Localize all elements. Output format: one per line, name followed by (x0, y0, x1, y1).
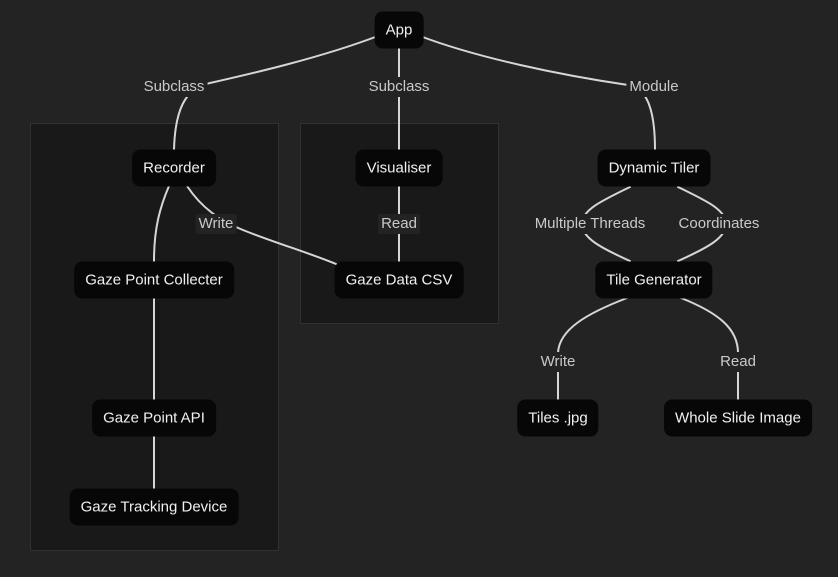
edge-label-subclass-left: Subclass (140, 77, 208, 97)
node-tiles-jpg: Tiles .jpg (517, 399, 599, 437)
edge-label-module: Module (626, 77, 682, 97)
edge-recorder-gaze-data-csv (186, 185, 337, 265)
edge-app-dynamic-tiler (419, 35, 656, 151)
node-app: App (374, 11, 424, 49)
edge-label-coordinates: Coordinates (675, 214, 763, 234)
edge-label-write-left: Write (195, 214, 237, 234)
node-gaze-data-csv: Gaze Data CSV (334, 261, 464, 299)
node-tile-generator: Tile Generator (595, 261, 713, 299)
node-whole-slide-image: Whole Slide Image (664, 399, 812, 437)
edge-label-read-mid: Read (378, 214, 420, 234)
edge-label-read-right: Read (717, 352, 759, 372)
edge-app-recorder (173, 35, 379, 151)
edge-label-write-right: Write (537, 352, 579, 372)
node-gaze-point-api: Gaze Point API (92, 399, 216, 437)
node-gaze-point-collecter: Gaze Point Collecter (74, 261, 234, 299)
node-dynamic-tiler: Dynamic Tiler (597, 149, 711, 187)
node-visualiser: Visualiser (355, 149, 443, 187)
edge-tile-generator-tiles-jpg (557, 297, 628, 400)
node-recorder: Recorder (132, 149, 216, 187)
edge-label-multiple-threads: Multiple Threads (531, 214, 649, 234)
edge-recorder-gaze-point-collecter (153, 185, 170, 262)
edge-label-subclass-mid: Subclass (365, 77, 433, 97)
node-gaze-tracking-device: Gaze Tracking Device (69, 488, 239, 526)
edge-tile-generator-whole-slide-image (680, 297, 739, 400)
